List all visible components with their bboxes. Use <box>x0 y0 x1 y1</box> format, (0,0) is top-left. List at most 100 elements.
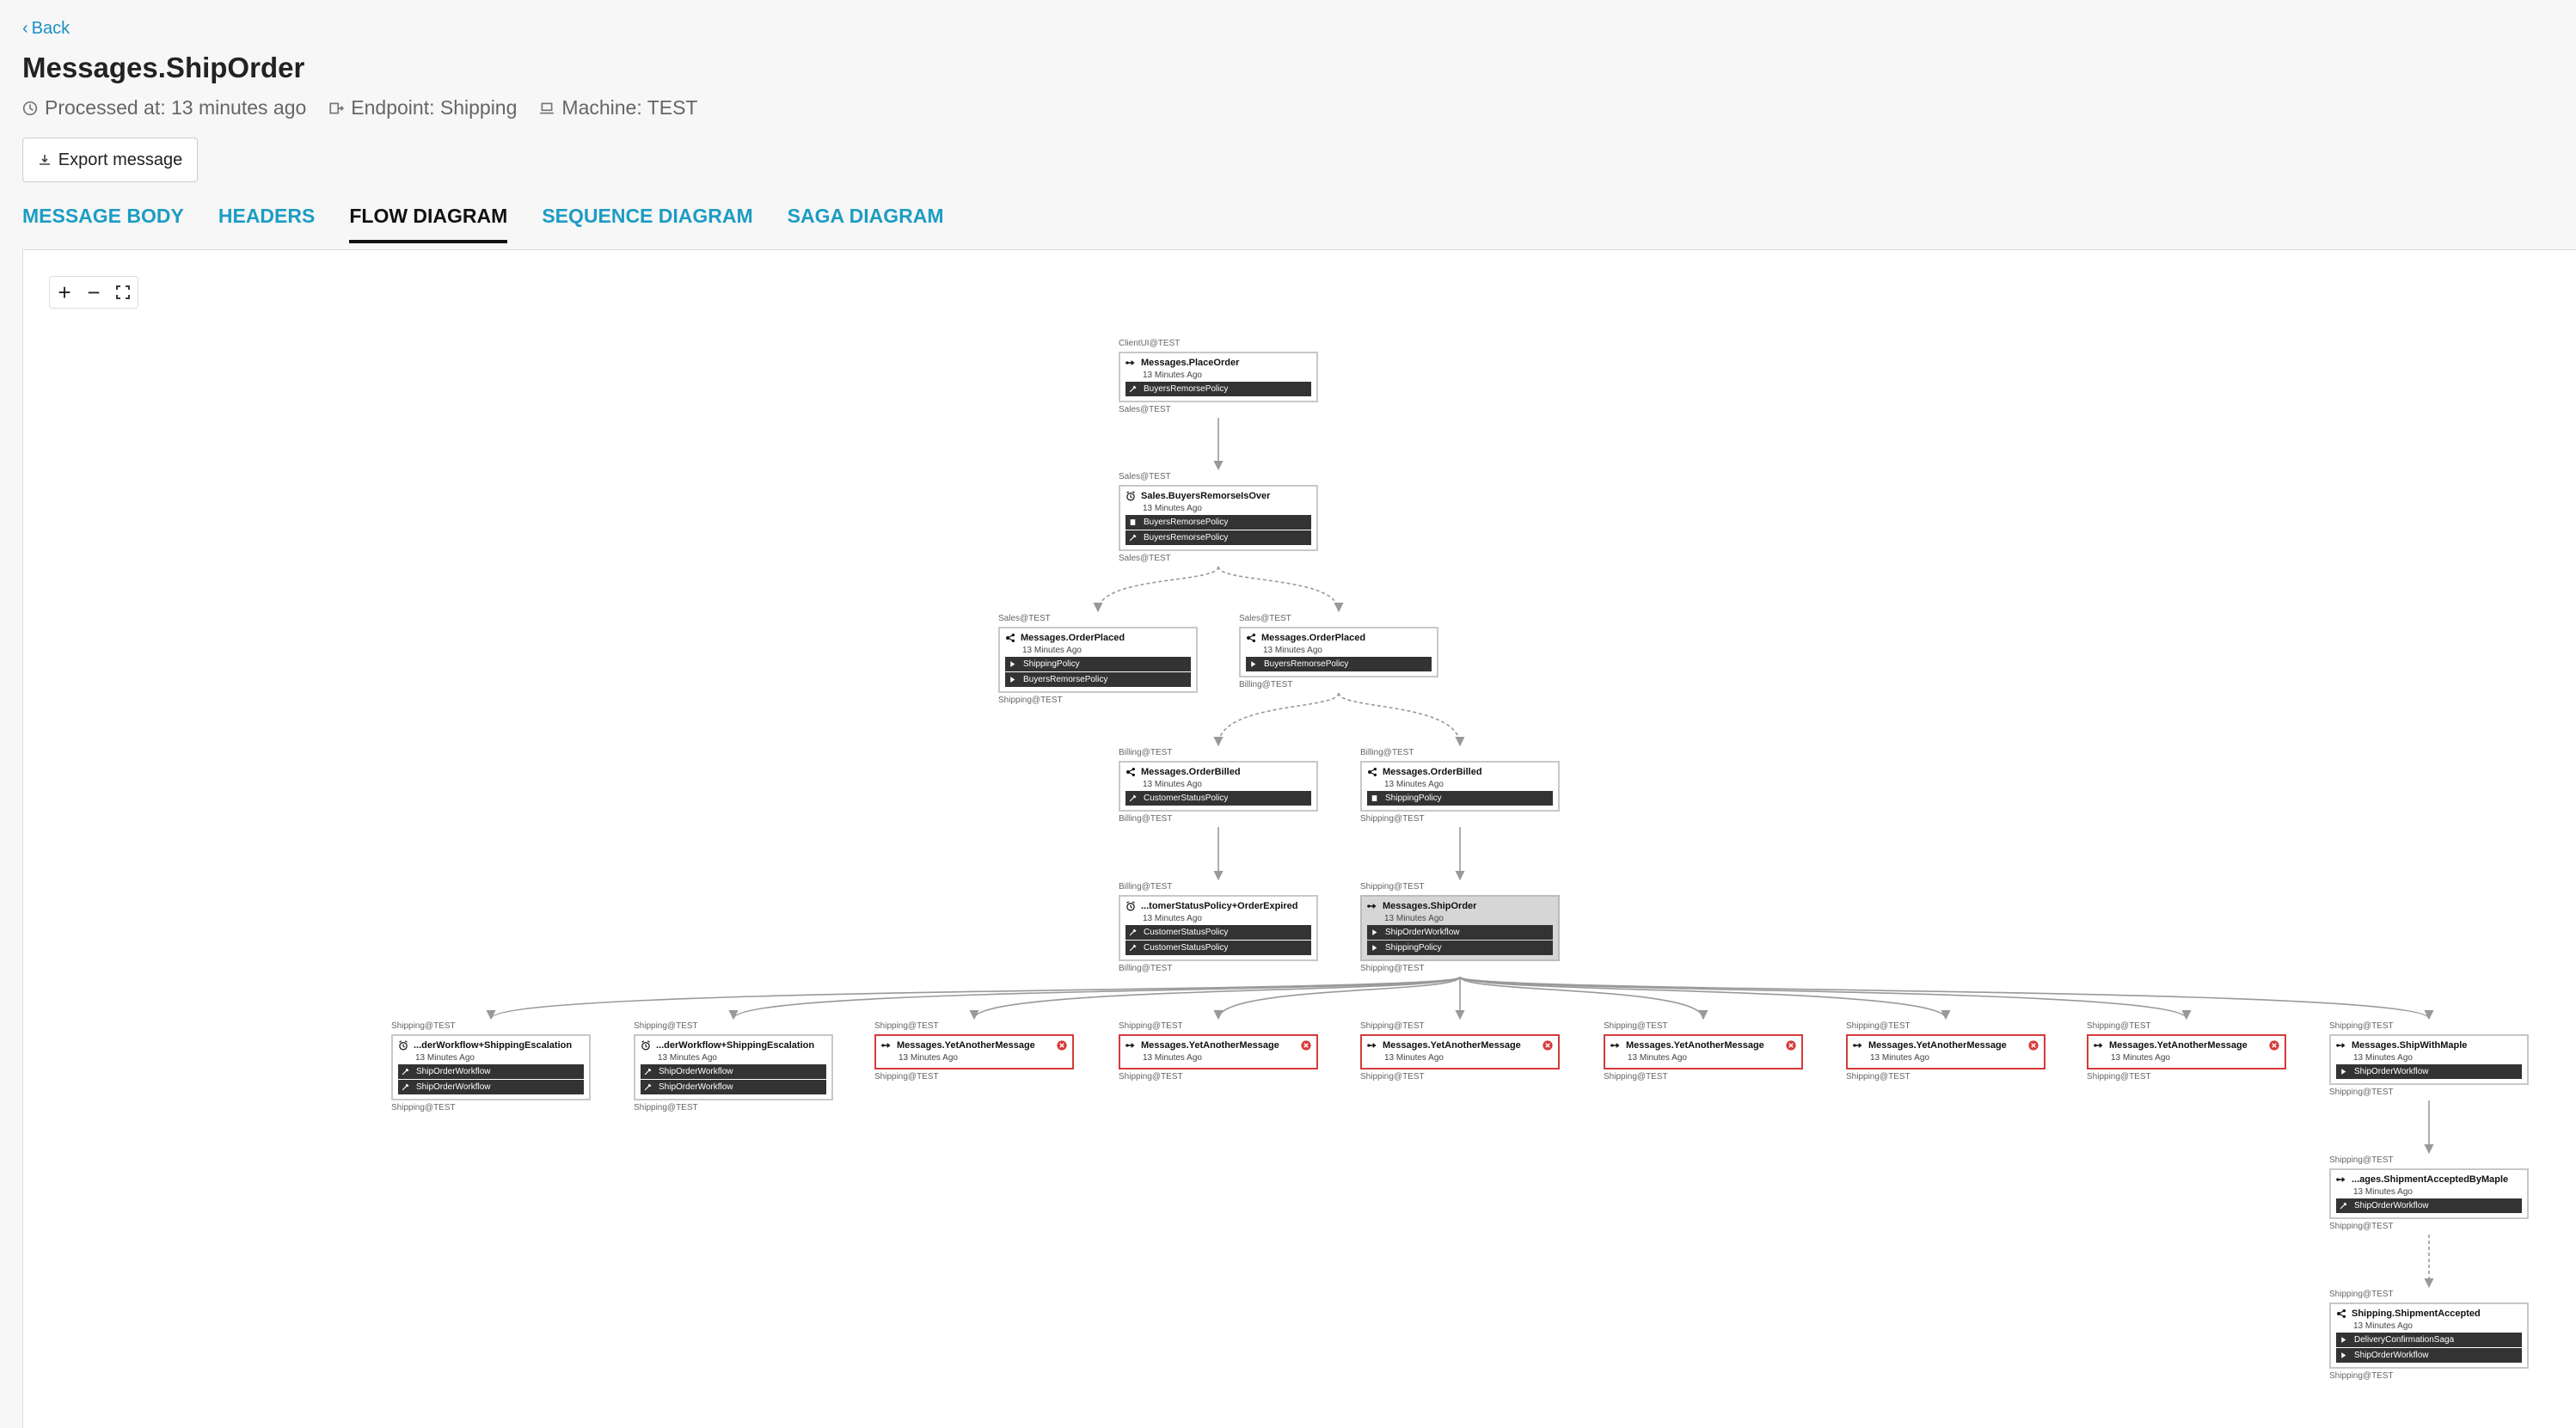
message-node[interactable]: Messages.YetAnotherMessage 13 Minutes Ago <box>1360 1034 1560 1069</box>
saga-policy-row[interactable]: ShipOrderWorkflow <box>2336 1198 2522 1213</box>
endpoint-label-sending: Billing@TEST <box>1119 748 1173 757</box>
back-link[interactable]: ‹Back <box>22 19 73 39</box>
saga-policy-row[interactable]: BuyersRemorsePolicy <box>1246 657 1432 671</box>
saga-name: ShipOrderWorkflow <box>659 1067 733 1076</box>
endpoint-label-sending: Shipping@TEST <box>2329 1021 2394 1031</box>
saga-policy-row[interactable]: BuyersRemorsePolicy <box>1125 382 1311 396</box>
message-type: Messages.YetAnotherMessage <box>1868 1040 2007 1051</box>
saga-policy-row[interactable]: CustomerStatusPolicy <box>1125 941 1311 955</box>
saga-name: ShipOrderWorkflow <box>416 1067 491 1076</box>
flow-edge <box>1459 976 2192 1020</box>
processed-time: 13 Minutes Ago <box>1143 371 1202 380</box>
endpoint-label-receiving: Sales@TEST <box>1119 405 1171 414</box>
saga-policy-row[interactable]: ShippingPolicy <box>1367 941 1553 955</box>
saga-policy-row[interactable]: BuyersRemorsePolicy <box>1125 530 1311 545</box>
fit-view-button[interactable] <box>108 277 138 308</box>
processed-time: 13 Minutes Ago <box>1022 646 1082 655</box>
saga-started-icon <box>402 1083 409 1091</box>
endpoint-label-sending: Shipping@TEST <box>2329 1290 2394 1299</box>
saga-policy-row[interactable]: ShipOrderWorkflow <box>2336 1348 2522 1363</box>
saga-policy-row[interactable]: ShipOrderWorkflow <box>1367 925 1553 940</box>
flow-edge <box>1213 976 1461 1020</box>
command-icon <box>1853 1043 1862 1048</box>
saga-policy-row[interactable]: ShipOrderWorkflow <box>398 1080 584 1094</box>
endpoint-label-receiving: Shipping@TEST <box>874 1072 939 1082</box>
saga-policy-row[interactable]: BuyersRemorsePolicy <box>1005 672 1191 687</box>
saga-updated-icon <box>1372 945 1377 951</box>
endpoint-label-receiving: Shipping@TEST <box>2329 1371 2394 1381</box>
saga-updated-icon <box>2341 1069 2346 1075</box>
endpoint-label-sending: Billing@TEST <box>1360 748 1414 757</box>
flow-diagram-canvas[interactable]: + − ClientUI@TEST Messages.PlaceOrder 13 M… <box>22 249 2576 1428</box>
message-node-title: Messages.OrderPlaced <box>1005 631 1191 645</box>
saga-name: BuyersRemorsePolicy <box>1264 659 1349 669</box>
message-type: Messages.YetAnotherMessage <box>1383 1040 1521 1051</box>
saga-name: CustomerStatusPolicy <box>1144 928 1229 937</box>
endpoint-info: Endpoint: Shipping <box>328 96 517 120</box>
saga-policy-row[interactable]: ShipOrderWorkflow <box>641 1064 826 1079</box>
saga-name: ShipOrderWorkflow <box>1385 928 1460 937</box>
saga-policy-row[interactable]: DeliveryConfirmationSaga <box>2336 1333 2522 1347</box>
timeout-icon <box>1126 901 1135 911</box>
saga-policy-row[interactable]: BuyersRemorsePolicy <box>1125 515 1311 530</box>
saga-policy-row[interactable]: ShipOrderWorkflow <box>2336 1064 2522 1079</box>
tab-headers[interactable]: HEADERS <box>218 205 316 227</box>
message-type: Messages.PlaceOrder <box>1141 358 1240 368</box>
message-node-title: ...derWorkflow+ShippingEscalation <box>641 1039 826 1052</box>
endpoint-label-receiving: Sales@TEST <box>1119 554 1171 563</box>
tab-message-body[interactable]: MESSAGE BODY <box>22 205 184 227</box>
saga-policy-row[interactable]: ShippingPolicy <box>1367 791 1553 806</box>
saga-policy-row[interactable]: CustomerStatusPolicy <box>1125 925 1311 940</box>
saga-policy-row[interactable]: ShipOrderWorkflow <box>641 1080 826 1094</box>
saga-policy-row[interactable]: ShippingPolicy <box>1005 657 1191 671</box>
processed-time: 13 Minutes Ago <box>1143 914 1202 923</box>
tab-saga-diagram[interactable]: SAGA DIAGRAM <box>787 205 944 227</box>
saga-updated-icon <box>1251 661 1256 667</box>
message-type: Messages.YetAnotherMessage <box>897 1040 1035 1051</box>
error-icon <box>1057 1040 1067 1051</box>
message-node-title: Messages.OrderPlaced <box>1246 631 1432 645</box>
endpoint-label-sending: Shipping@TEST <box>391 1021 456 1031</box>
flow-edges <box>486 418 2434 1289</box>
timeout-icon <box>1126 491 1135 501</box>
zoom-in-button[interactable]: + <box>58 279 71 305</box>
processed-time: 13 Minutes Ago <box>1384 1053 1444 1063</box>
endpoint-label-sending: Shipping@TEST <box>1846 1021 1911 1031</box>
endpoint-label-sending: ClientUI@TEST <box>1119 339 1181 348</box>
export-message-button[interactable]: Export message <box>22 138 198 182</box>
processed-time: 13 Minutes Ago <box>658 1053 717 1063</box>
message-node-title: Messages.YetAnotherMessage <box>2094 1039 2279 1052</box>
flow-edge <box>728 976 1461 1020</box>
error-icon <box>2269 1040 2279 1051</box>
zoom-out-button[interactable]: − <box>87 279 101 305</box>
endpoint-label-receiving: Shipping@TEST <box>391 1103 456 1112</box>
tab-flow-diagram[interactable]: FLOW DIAGRAM <box>349 205 508 243</box>
saga-policy-row[interactable]: CustomerStatusPolicy <box>1125 791 1311 806</box>
saga-updated-icon <box>2341 1337 2346 1343</box>
saga-name: CustomerStatusPolicy <box>1144 943 1229 953</box>
message-node-title: Messages.YetAnotherMessage <box>1853 1039 2039 1052</box>
command-icon <box>1125 360 1135 365</box>
saga-policy-row[interactable]: ShipOrderWorkflow <box>398 1064 584 1079</box>
endpoint-label-sending: Shipping@TEST <box>2329 1155 2394 1165</box>
zoom-controls: + − <box>49 276 138 309</box>
tab-sequence-diagram[interactable]: SEQUENCE DIAGRAM <box>542 205 753 227</box>
